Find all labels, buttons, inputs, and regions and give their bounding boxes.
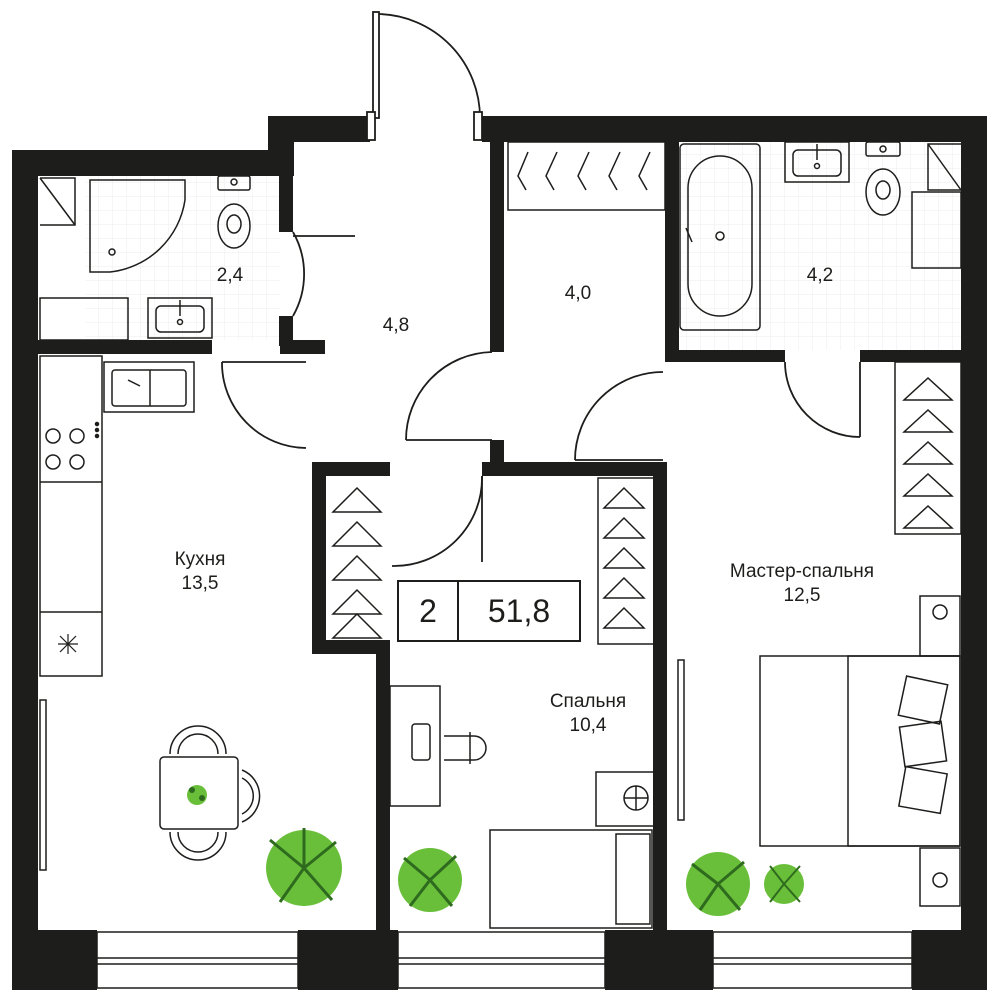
desk-icon	[389, 685, 487, 807]
wardrobe-hangers-icon	[507, 141, 666, 211]
master-bed-icon	[759, 595, 961, 907]
master-laundry-niche-icon	[911, 143, 962, 269]
room-label-hallway: 4,8	[366, 314, 426, 338]
kitchen-counter	[39, 355, 195, 677]
shower-icon	[89, 179, 186, 273]
room-label-bathroom-master: 4,2	[790, 264, 850, 288]
kitchen-plant-icon	[266, 828, 342, 906]
hall-wardrobe-hangers-icon	[331, 486, 383, 639]
room-area: 4,8	[382, 315, 410, 336]
room-name: Мастер-спальня	[729, 561, 875, 582]
room-area: 4,0	[564, 283, 592, 304]
room-area: 2,4	[216, 265, 244, 286]
master-toilet-icon	[865, 141, 901, 216]
laundry-niche-icon	[39, 177, 129, 341]
room-name: Кухня	[174, 549, 226, 570]
table-plant-icon	[187, 785, 207, 805]
walls	[12, 116, 987, 990]
room-area: 12,5	[783, 585, 821, 606]
bathroom-small-floor	[85, 175, 280, 340]
master-sink-icon	[784, 141, 850, 183]
master-plant-icon	[686, 852, 804, 916]
dining-table-icon	[159, 725, 261, 861]
sink-icon	[147, 297, 213, 339]
room-label-wardrobe: 4,0	[548, 282, 608, 306]
total-area: 51,8	[487, 592, 551, 629]
bathroom-master-floor	[678, 140, 963, 350]
bed-icon	[489, 771, 655, 929]
doors	[221, 11, 861, 567]
bathtub-icon	[679, 143, 761, 331]
bedroom-wardrobe-hangers-icon	[597, 477, 655, 645]
stove-icon	[45, 421, 100, 470]
room-area: 13,5	[181, 573, 219, 594]
room-label-master-bedroom: Мастер-спальня 12,5	[712, 560, 892, 608]
toilet-icon	[217, 175, 251, 249]
fridge-icon	[58, 634, 78, 654]
room-label-bathroom-small: 2,4	[200, 264, 260, 288]
master-wardrobe-hangers-icon	[894, 361, 962, 535]
room-label-bedroom: Спальня 10,4	[528, 690, 648, 738]
room-name: Спальня	[549, 691, 627, 712]
room-area: 4,2	[806, 265, 834, 286]
bedroom-plant-icon	[398, 848, 462, 912]
apartment-summary-badge: 2 51,8	[397, 580, 581, 642]
room-count: 2	[399, 582, 459, 640]
room-label-kitchen: Кухня 13,5	[140, 548, 260, 596]
windows	[39, 659, 913, 989]
room-area: 10,4	[569, 715, 607, 736]
